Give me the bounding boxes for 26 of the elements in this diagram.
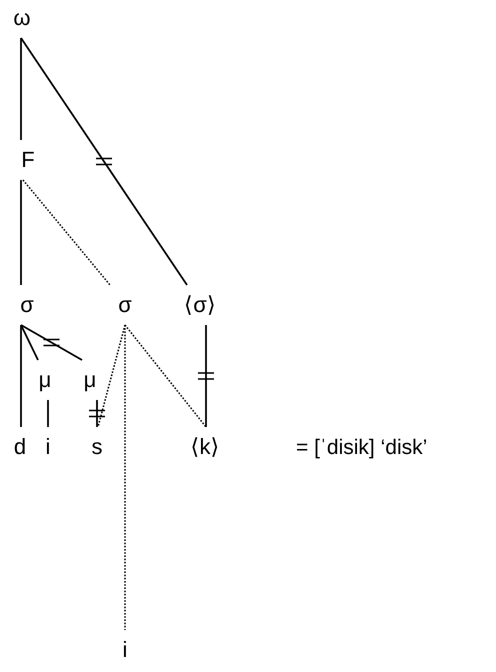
tree-symbol: ⟨k⟩	[190, 436, 220, 458]
tree-symbol: ω	[13, 7, 31, 29]
tree-symbol: σ	[118, 294, 132, 316]
dotted-association-line	[124, 324, 207, 428]
tree-symbol: s	[92, 436, 102, 458]
association-line	[20, 325, 22, 427]
tree-symbol: i	[122, 639, 128, 661]
association-line	[20, 180, 22, 285]
tree-symbol: F	[21, 149, 35, 171]
tree-symbol: i	[46, 436, 50, 458]
association-line	[20, 38, 22, 140]
association-line	[47, 400, 49, 427]
transcription-gloss: = [ˈdisik] ‘disk’	[296, 437, 428, 458]
dotted-association-line	[124, 325, 126, 630]
association-line	[20, 324, 82, 361]
tree-symbol: μ	[38, 369, 52, 391]
association-line	[20, 38, 188, 286]
tree-symbol: ⟨σ⟩	[184, 294, 216, 316]
tree-symbol: σ	[20, 294, 34, 316]
association-line	[20, 324, 39, 360]
tree-symbol: μ	[84, 369, 96, 391]
association-line	[205, 325, 207, 427]
association-line	[96, 400, 98, 427]
dotted-association-line	[97, 324, 126, 428]
dotted-association-line	[22, 180, 111, 286]
tree-symbol: d	[14, 436, 26, 458]
